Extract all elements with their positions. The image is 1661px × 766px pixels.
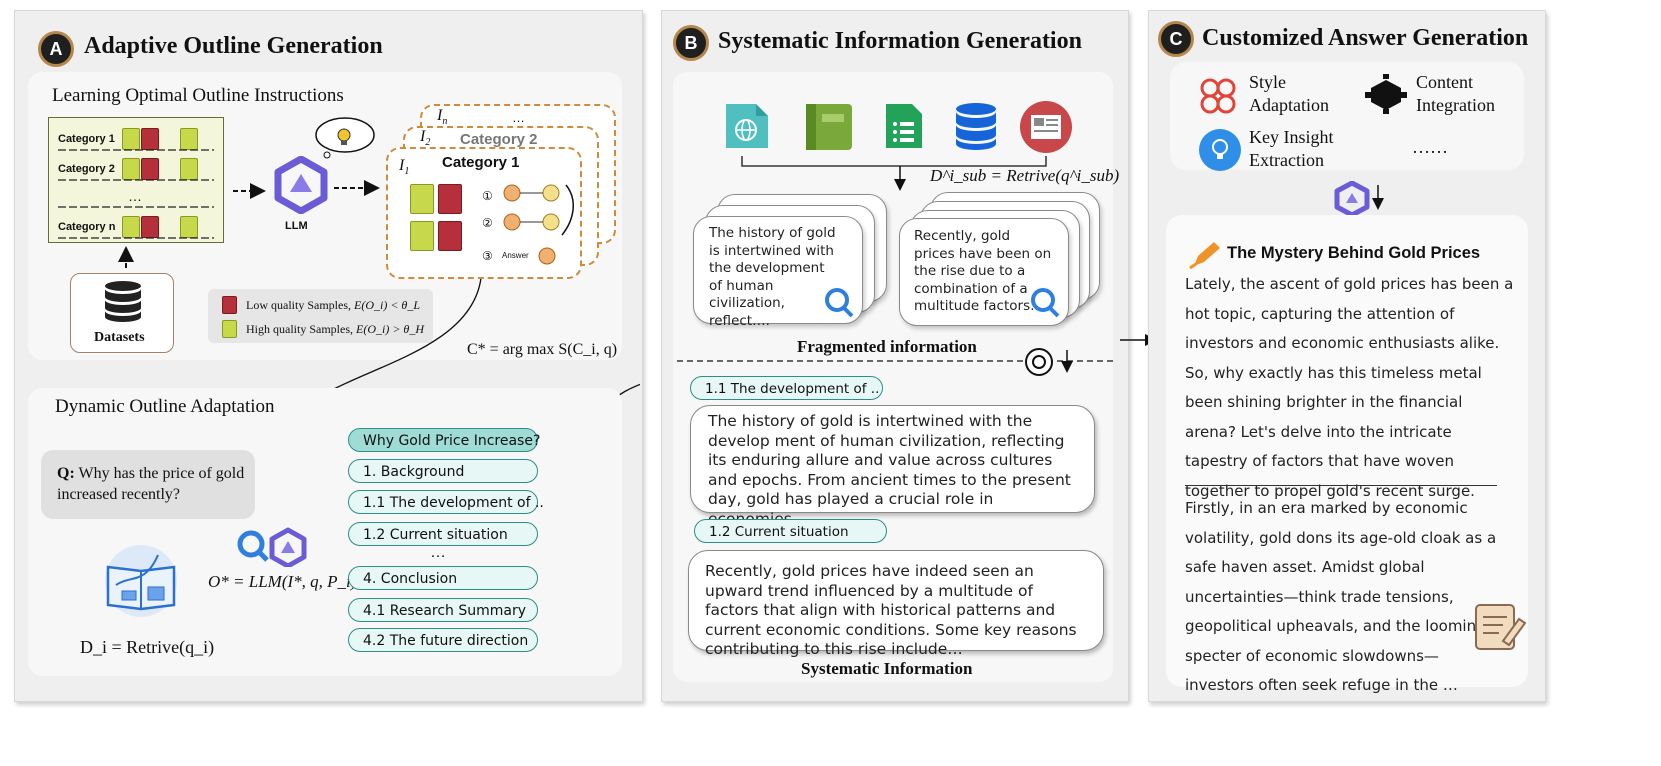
doc-low-icon	[438, 221, 462, 251]
answer-divider	[1185, 485, 1497, 486]
category-1-label: Category 1	[58, 133, 115, 145]
dynamic-title: Dynamic Outline Adaptation	[55, 396, 275, 417]
step-2: ②	[482, 216, 493, 230]
fragmented-label: Fragmented information	[797, 337, 977, 356]
writing-icon	[1475, 604, 1527, 650]
outline-title-pill: Why Gold Price Increase?	[348, 428, 540, 452]
datasets-label: Datasets	[94, 330, 145, 345]
doc-high-icon	[410, 184, 434, 214]
feature-integration: Content Integration	[1416, 72, 1495, 115]
doc-high-icon	[180, 158, 198, 180]
frag-card-text-1: The history of gold is intertwined with …	[709, 225, 836, 329]
stack-label-n: In	[437, 107, 448, 128]
question-box: Q: Why has the price of gold increased r…	[41, 450, 255, 519]
answer-paragraph-2: Firstly, in an era marked by economic vo…	[1185, 499, 1497, 694]
sys-card-2: Recently, gold prices have indeed seen a…	[688, 550, 1104, 658]
pen-icon	[1189, 242, 1220, 270]
search-llm-icon	[237, 527, 307, 567]
stack-label-2: I2	[420, 128, 431, 149]
panel-b-title: Systematic Information Generation	[718, 28, 1082, 54]
outline-item: 4.2 The future direction	[348, 628, 538, 652]
category-dividers	[58, 149, 214, 239]
stack-category-1: Category 1	[442, 154, 520, 171]
doc-high-icon	[222, 320, 237, 338]
systematic-label: Systematic Information	[801, 659, 973, 678]
stack-label-1: I1	[399, 157, 410, 178]
legend-high: High quality Samples, E(O_i) > θ_H	[246, 322, 424, 336]
feature-more: ……	[1412, 137, 1448, 157]
formula-d-retrive: D_i = Retrive(q_i)	[80, 637, 215, 657]
step-3: ③	[482, 249, 493, 263]
panel-c-title: Customized Answer Generation	[1202, 25, 1529, 51]
category-ellipsis: …	[128, 188, 142, 204]
learning-title: Learning Optimal Outline Instructions	[52, 85, 344, 106]
quality-legend	[208, 289, 433, 343]
formula-d-sub: D^i_sub = Retrive(q^i_sub)	[930, 166, 1120, 185]
stack-ellipsis: …	[512, 110, 525, 125]
frag-card-text-2: Recently, gold prices have been on the r…	[914, 228, 1052, 314]
sources-bracket	[741, 156, 1047, 191]
stack-answer: Answer	[502, 251, 529, 260]
doc-high-icon	[410, 221, 434, 251]
insight-icon	[1199, 129, 1241, 171]
divider-openai	[677, 348, 1113, 376]
web-icon	[726, 104, 768, 148]
style-icon	[1200, 78, 1236, 114]
search-icon	[825, 288, 854, 318]
answer-title: The Mystery Behind Gold Prices	[1227, 244, 1481, 262]
frag-card-front	[693, 216, 863, 324]
answer-box	[1166, 215, 1528, 687]
step-1: ①	[482, 189, 493, 203]
panel-a-title: Adaptive Outline Generation	[84, 33, 383, 59]
legend-low: Low quality Samples, E(O_i) < θ_L	[246, 298, 420, 312]
search-icon	[1031, 288, 1060, 318]
llm-icon	[274, 156, 328, 214]
doc-high-icon	[180, 216, 198, 238]
badge-a: A	[38, 31, 74, 67]
outline-item: 4. Conclusion	[348, 566, 538, 590]
feature-style: Style Adaptation	[1249, 72, 1329, 115]
stack-category-2: Category 2	[460, 131, 538, 148]
outline-item: 1.2 Current situation	[348, 522, 538, 546]
llm-icon	[1334, 181, 1384, 217]
database-source-icon	[956, 103, 996, 150]
section-pill-1-2: 1.2 Current situation	[694, 519, 887, 543]
sys-card-1: The history of gold is intertwined with …	[690, 405, 1095, 528]
doc-high-icon	[180, 128, 198, 150]
category-n-label: Category n	[58, 221, 116, 233]
integration-icon	[1365, 74, 1407, 114]
outline-item: 1. Background	[348, 459, 538, 483]
book-source-icon	[806, 104, 852, 150]
outline-ellipsis: …	[430, 544, 446, 561]
database-icon	[105, 281, 141, 322]
reasoning-chain-icon	[503, 184, 574, 265]
sheet-icon	[886, 104, 922, 148]
book-icon	[105, 545, 177, 617]
answer-paragraph-1: Lately, the ascent of gold prices has be…	[1185, 275, 1514, 500]
outline-item: 4.1 Research Summary	[348, 598, 538, 622]
doc-low-icon	[438, 184, 462, 214]
idea-bubble-icon	[315, 117, 375, 159]
feature-insight: Key Insight Extraction	[1249, 127, 1334, 170]
formula-o-star: O* = LLM(I*, q, P_i)	[208, 572, 357, 591]
section-pill-1-1: 1.1 The development of ..	[690, 376, 883, 400]
category-2-label: Category 2	[58, 163, 115, 175]
news-icon	[1020, 101, 1072, 153]
badge-b: B	[673, 25, 709, 61]
doc-low-icon	[222, 296, 237, 314]
badge-c: C	[1158, 21, 1194, 57]
formula-c-star: C* = arg max S(C_i, q)	[467, 341, 618, 358]
outline-item: 1.1 The development of ..	[348, 490, 544, 514]
llm-label: LLM	[285, 220, 308, 232]
